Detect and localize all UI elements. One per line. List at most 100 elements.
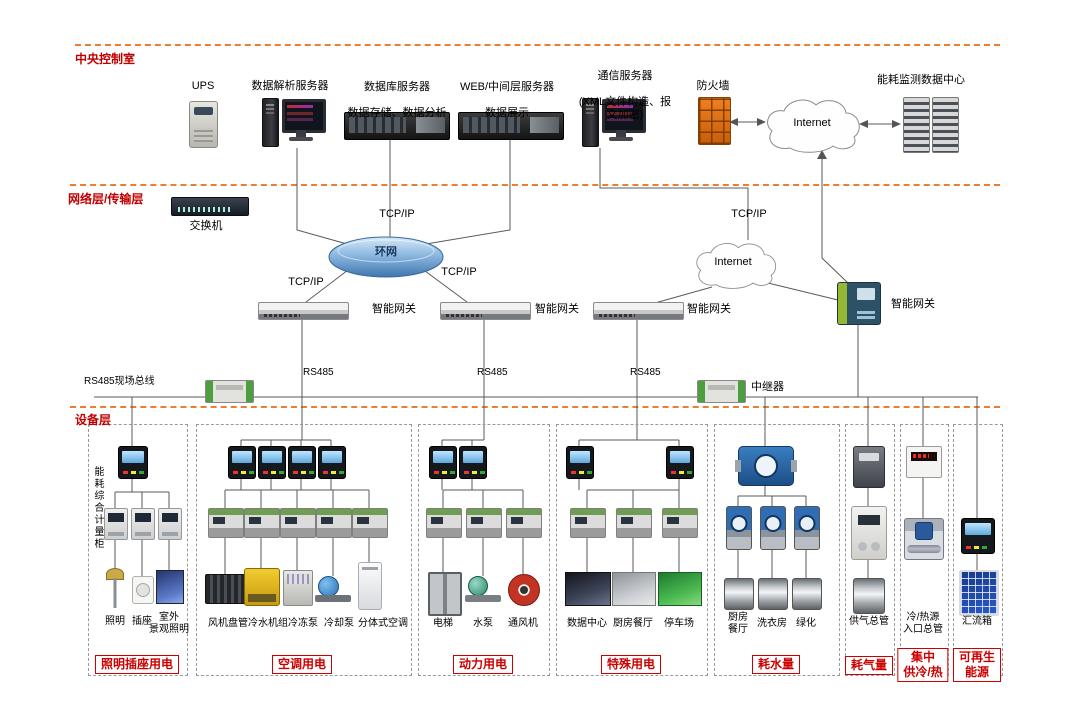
- device-label: 风机盘管: [208, 618, 248, 629]
- category-tag-heating: 集中 供冷/热: [897, 648, 949, 682]
- category-tag-gas: 耗气量: [844, 656, 894, 675]
- rs485-label: RS485: [477, 367, 508, 378]
- ddc-module-icon: [506, 508, 542, 538]
- pc-monitor: [282, 99, 326, 133]
- ddc-module-icon: [570, 508, 606, 538]
- datacenter-label: 能耗监测数据中心: [877, 74, 965, 86]
- tcpip-label: TCP/IP: [441, 266, 477, 278]
- power-meter-icon: [258, 446, 286, 479]
- category-tag-water: 耗水量: [751, 655, 801, 674]
- metering-cabinet-label: 能耗综合计量柜: [92, 466, 103, 550]
- cooling-pump-icon: [315, 576, 351, 602]
- firewall-label: 防火墙: [696, 80, 730, 92]
- water-pump-icon: [465, 576, 501, 602]
- pipe-icon: [724, 578, 754, 610]
- wires-group: [94, 121, 978, 578]
- category-tag-lighting: 照明插座用电: [94, 655, 180, 674]
- ddc-module-icon: [208, 508, 244, 538]
- ups-label: UPS: [191, 80, 215, 92]
- device-label: 冷水机组冷冻泵: [248, 618, 318, 629]
- device-label: 厨房 餐厅: [728, 612, 748, 635]
- ddc-module-icon: [466, 508, 502, 538]
- device-label: 室外 景观照明: [149, 612, 189, 635]
- serial-gateway-icon: [837, 282, 881, 325]
- solar-panel-icon: [959, 570, 999, 616]
- water-meter-icon: [726, 506, 752, 550]
- gateway-icon-2: [440, 302, 531, 320]
- firewall-icon: [698, 97, 731, 145]
- ddc-module-icon: [426, 508, 462, 538]
- ddc-module-icon: [280, 508, 316, 538]
- internet2-label: Internet: [714, 256, 752, 268]
- device-label: 厨房餐厅: [613, 618, 653, 629]
- gateway-icon-1: [258, 302, 349, 320]
- layer-label-network: 网络层/传输层: [68, 192, 144, 206]
- parse-server-icon: [262, 96, 326, 148]
- web-server-label: WEB/中间层服务器 数据展示: [460, 68, 554, 133]
- comm-server-subtitle: (XML文件构造、报 文加密): [578, 96, 672, 121]
- internet-cloud-2: [696, 243, 777, 289]
- cooling-tower-icon: [283, 570, 313, 606]
- device-group-power: [418, 424, 550, 676]
- server-rack: [903, 97, 930, 153]
- socket-icon: [132, 576, 154, 604]
- power-meter-icon: [429, 446, 457, 479]
- datacenter-icon: [903, 97, 959, 153]
- water-meter-icon: [794, 506, 820, 550]
- comm-server-icon: [582, 96, 646, 148]
- device-label: 电梯: [433, 618, 453, 629]
- device-label: 水泵: [473, 618, 493, 629]
- device-group-special: [556, 424, 708, 676]
- db-server-icon: [344, 112, 450, 140]
- comm-server-label: 通信服务器 (XML文件构造、报 文加密): [579, 57, 671, 135]
- device-label: 通风机: [508, 618, 538, 629]
- lamp-icon: [104, 568, 126, 608]
- parking-photo: [658, 572, 702, 606]
- device-label: 插座: [132, 616, 152, 627]
- kitchen-photo: [612, 572, 656, 606]
- layer-label-control-room: 中央控制室: [75, 52, 136, 66]
- main-water-meter-icon: [735, 446, 794, 486]
- tcpip-label: TCP/IP: [379, 208, 415, 220]
- device-label: 分体式空调: [358, 618, 408, 629]
- device-label: 供气总管: [849, 616, 889, 627]
- device-label: 绿化: [796, 618, 816, 629]
- repeater-label: 中继器: [751, 381, 784, 393]
- switch-label: 交换机: [189, 220, 223, 232]
- power-meter-icon: [288, 446, 316, 479]
- ddc-module-icon: [244, 508, 280, 538]
- gas-meter-icon: [853, 446, 885, 488]
- datacenter-photo: [565, 572, 611, 606]
- switch-icon: [171, 197, 249, 216]
- gateway-icon-3: [593, 302, 684, 320]
- gateway-label: 智能网关: [687, 303, 731, 315]
- comm-server-title: 通信服务器: [597, 70, 653, 82]
- server-rack: [932, 97, 959, 153]
- rs485-label: RS485: [303, 367, 334, 378]
- split-ac-icon: [358, 562, 382, 610]
- internet-cloud: [767, 99, 860, 153]
- gateway-label: 智能网关: [535, 303, 579, 315]
- layer-separator: [70, 406, 1000, 408]
- power-meter-icon: [459, 446, 487, 479]
- ventilation-fan-icon: [508, 574, 540, 606]
- device-group-lighting: [88, 424, 188, 676]
- db-server-title: 数据库服务器: [364, 81, 430, 93]
- ddc-module-icon: [662, 508, 698, 538]
- ddc-module-icon: [352, 508, 388, 538]
- ups-icon: [189, 101, 218, 148]
- pipe-icon: [758, 578, 788, 610]
- din-meter-icon: [158, 508, 182, 540]
- category-tag-power: 动力用电: [452, 655, 514, 674]
- landscape-lighting-photo: [156, 570, 184, 604]
- layer-separator: [75, 44, 1000, 46]
- rs485-bus-label: RS485现场总线: [84, 376, 155, 387]
- fan-coil-icon: [205, 574, 247, 604]
- elevator-icon: [428, 572, 462, 616]
- web-server-subtitle: 数据展示: [485, 107, 529, 119]
- arrowheads: [729, 118, 901, 159]
- device-label: 汇流箱: [962, 616, 992, 627]
- digital-meter-icon: [906, 446, 942, 478]
